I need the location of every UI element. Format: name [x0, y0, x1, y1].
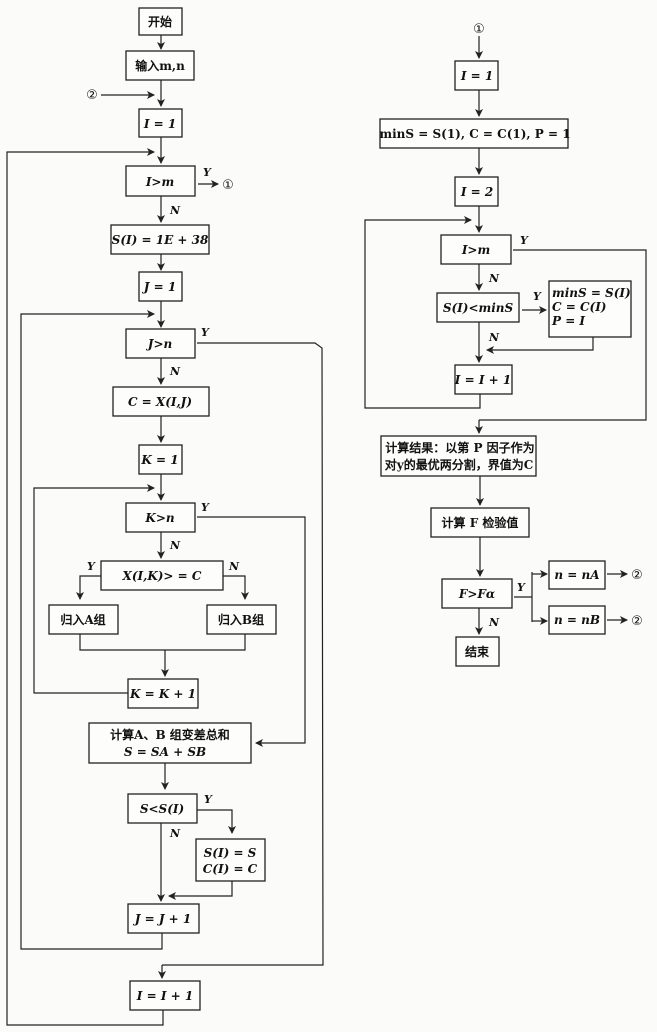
init-j-label: J = 1 [142, 280, 176, 294]
cond-j-box [125, 328, 196, 359]
yes-label: Y [517, 581, 526, 594]
group-b-box [206, 604, 277, 635]
update-line2: C(I) = C [203, 862, 258, 876]
merge-line [79, 634, 246, 651]
group-a-label: 归入A组 [60, 612, 105, 627]
yes-label: Y [533, 290, 542, 303]
loop-j [20, 310, 163, 950]
update-s-box [195, 838, 266, 882]
cond-x-box [100, 560, 224, 591]
start-label: 开始 [148, 14, 172, 29]
set-c-label: C = X(I,J) [128, 395, 192, 409]
r-cond-min-label: S(I)<minS [443, 301, 514, 315]
r-na-label: n = nA [554, 568, 599, 582]
connector-two-out-b: ② [631, 614, 643, 629]
no-label: N [169, 365, 181, 378]
r-inc-i-box [454, 364, 513, 395]
cond-j-label: J>n [146, 337, 172, 351]
cond-k-box [125, 502, 196, 533]
loop-i [6, 148, 164, 1026]
init-i-label: I = 1 [143, 117, 176, 131]
r-result-box [380, 435, 537, 477]
group-b-label: 归入B组 [218, 612, 264, 627]
yes-label: Y [201, 501, 210, 514]
yes-label: Y [203, 166, 212, 179]
r-init-i-box [454, 60, 499, 91]
set-c-box [112, 386, 210, 417]
input-label: 输入m,n [135, 58, 185, 73]
r-result-line2: 对y的最优两分割，界值为C [385, 457, 534, 472]
loop-k [33, 484, 155, 694]
r-end-box [455, 636, 500, 667]
no-label: N [169, 827, 181, 840]
init-i-box [138, 108, 183, 138]
r-loop-i [364, 216, 481, 409]
calc-box [88, 722, 252, 764]
r-i-exit-line [479, 249, 647, 421]
no-label: N [488, 272, 500, 285]
no-label: N [488, 616, 500, 629]
arrow [168, 881, 233, 900]
r-inc-i-label: I = I + 1 [454, 373, 511, 387]
init-k-box [138, 444, 183, 475]
r-nb-label: n = nB [554, 613, 600, 627]
cond-i-label: I>m [145, 175, 174, 189]
no-label: N [488, 331, 500, 344]
update-line1: S(I) = S [204, 846, 257, 860]
inc-k-label: K = K + 1 [129, 687, 196, 701]
cond-s-box [127, 793, 198, 824]
r-nb-box [548, 605, 606, 635]
r-cond-i-box [440, 234, 512, 265]
calc-line2: S = SA + SB [124, 745, 206, 759]
no-label: N [169, 204, 181, 217]
r-init-min-box [379, 118, 569, 149]
r-init-min-label: minS = S(1), C = C(1), P = 1 [379, 127, 570, 141]
set-s-box [110, 224, 210, 255]
k-exit-line [197, 516, 306, 747]
inc-j-box [127, 903, 200, 934]
yes-label: Y [87, 560, 96, 573]
r-calc-f-label: 计算 F 检验值 [442, 515, 519, 530]
r-update-line2: C = C(I) [552, 300, 606, 314]
no-label: N [228, 560, 240, 573]
r-init-i2-label: I = 2 [460, 185, 493, 199]
inc-i-box [129, 980, 201, 1011]
input-box [125, 50, 195, 81]
r-na-box [548, 560, 606, 590]
r-end-label: 结束 [465, 644, 490, 659]
connector-two-in: ② [86, 88, 98, 103]
connector-two-out-a: ② [631, 568, 643, 583]
inc-i-label: I = I + 1 [136, 989, 193, 1003]
arrow-yes [197, 809, 236, 834]
inc-j-label: J = J + 1 [133, 912, 192, 926]
r-init-i-label: I = 1 [460, 69, 493, 83]
group-a-box [48, 604, 119, 635]
yes-label: Y [520, 234, 529, 247]
r-cond-i-label: I>m [461, 243, 490, 257]
init-j-box [138, 271, 183, 302]
yes-label: Y [204, 793, 213, 806]
r-update-line1: minS = S(I) [552, 286, 631, 300]
calc-line1: 计算A、B 组变差总和 [110, 727, 230, 742]
j-exit-line [162, 342, 324, 966]
r-update-box [548, 280, 632, 338]
arrow [486, 337, 594, 354]
connector-one-out: ① [222, 178, 234, 193]
cond-s-label: S<S(I) [140, 802, 184, 816]
connector-one-in: ① [473, 22, 485, 37]
cond-x-label: X(I,K)> = C [122, 569, 202, 583]
cond-k-label: K>n [144, 511, 174, 525]
set-s-label: S(I) = 1E + 38 [112, 233, 209, 247]
r-cond-f-label: F>Fα [458, 587, 495, 601]
arrow-yes [76, 575, 101, 600]
r-init-i2-box [454, 176, 499, 207]
r-update-line3: P = I [551, 314, 585, 328]
r-result-line1: 计算结果：以第 P 因子作为 [385, 440, 534, 455]
init-k-label: K = 1 [140, 453, 178, 467]
r-cond-min-box [436, 292, 520, 323]
no-label: N [169, 539, 181, 552]
arrow-no [223, 575, 249, 600]
r-cond-f-box [441, 578, 513, 609]
yes-label: Y [201, 326, 210, 339]
